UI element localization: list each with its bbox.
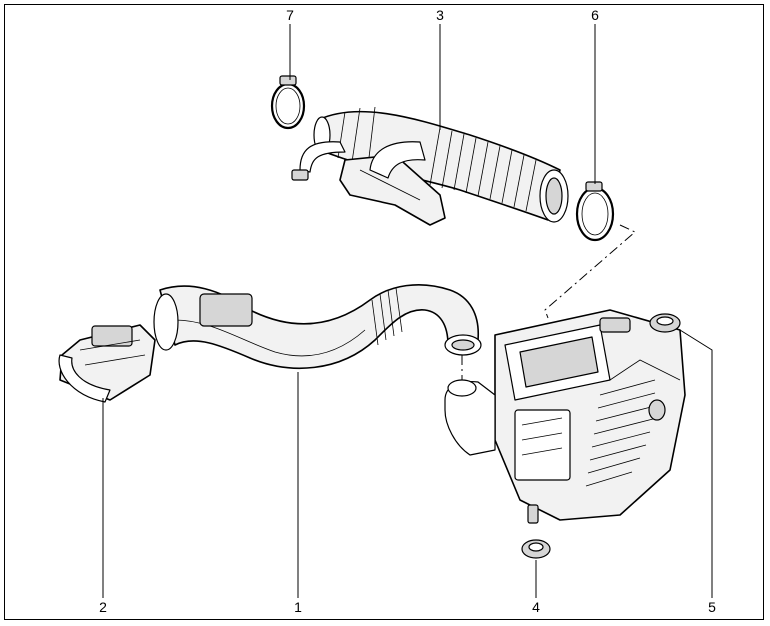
hose-elbow: [369, 141, 426, 179]
part-4-grommet: [521, 539, 551, 559]
housing-label-panel: [514, 409, 571, 481]
hose-breather-pipe: [299, 141, 346, 173]
housing-mount-pin: [527, 504, 539, 524]
callout-7: 7: [286, 7, 294, 23]
inlet-mount-bracket: [91, 325, 133, 347]
diagram-frame: [4, 4, 764, 620]
callout-6: 6: [591, 7, 599, 23]
part-5-grommet: [649, 313, 681, 333]
duct-label-plate: [199, 293, 253, 327]
housing-ribs: [585, 379, 656, 487]
leader-5: [679, 329, 713, 598]
callout-labels: 7 3 6 1 2 4 5: [99, 7, 716, 615]
callout-5: 5: [708, 599, 716, 615]
part-6-hose-clamp: [575, 181, 615, 242]
callout-4: 4: [532, 599, 540, 615]
part-2-air-inlet: [58, 324, 156, 403]
leader-lines: [102, 24, 713, 598]
air-filter-housing: [444, 309, 686, 524]
part-7-hose-clamp: [270, 75, 306, 130]
callout-2: 2: [99, 599, 107, 615]
callout-3: 3: [436, 7, 444, 23]
callout-1: 1: [294, 599, 302, 615]
duct-ribs: [371, 287, 403, 346]
duct-inlet-end: [153, 293, 179, 351]
hose-resonator: [339, 154, 446, 226]
part-3-intake-hose: [291, 106, 569, 226]
assembly-lines: [461, 224, 636, 380]
part-1-intake-duct: [153, 284, 482, 369]
